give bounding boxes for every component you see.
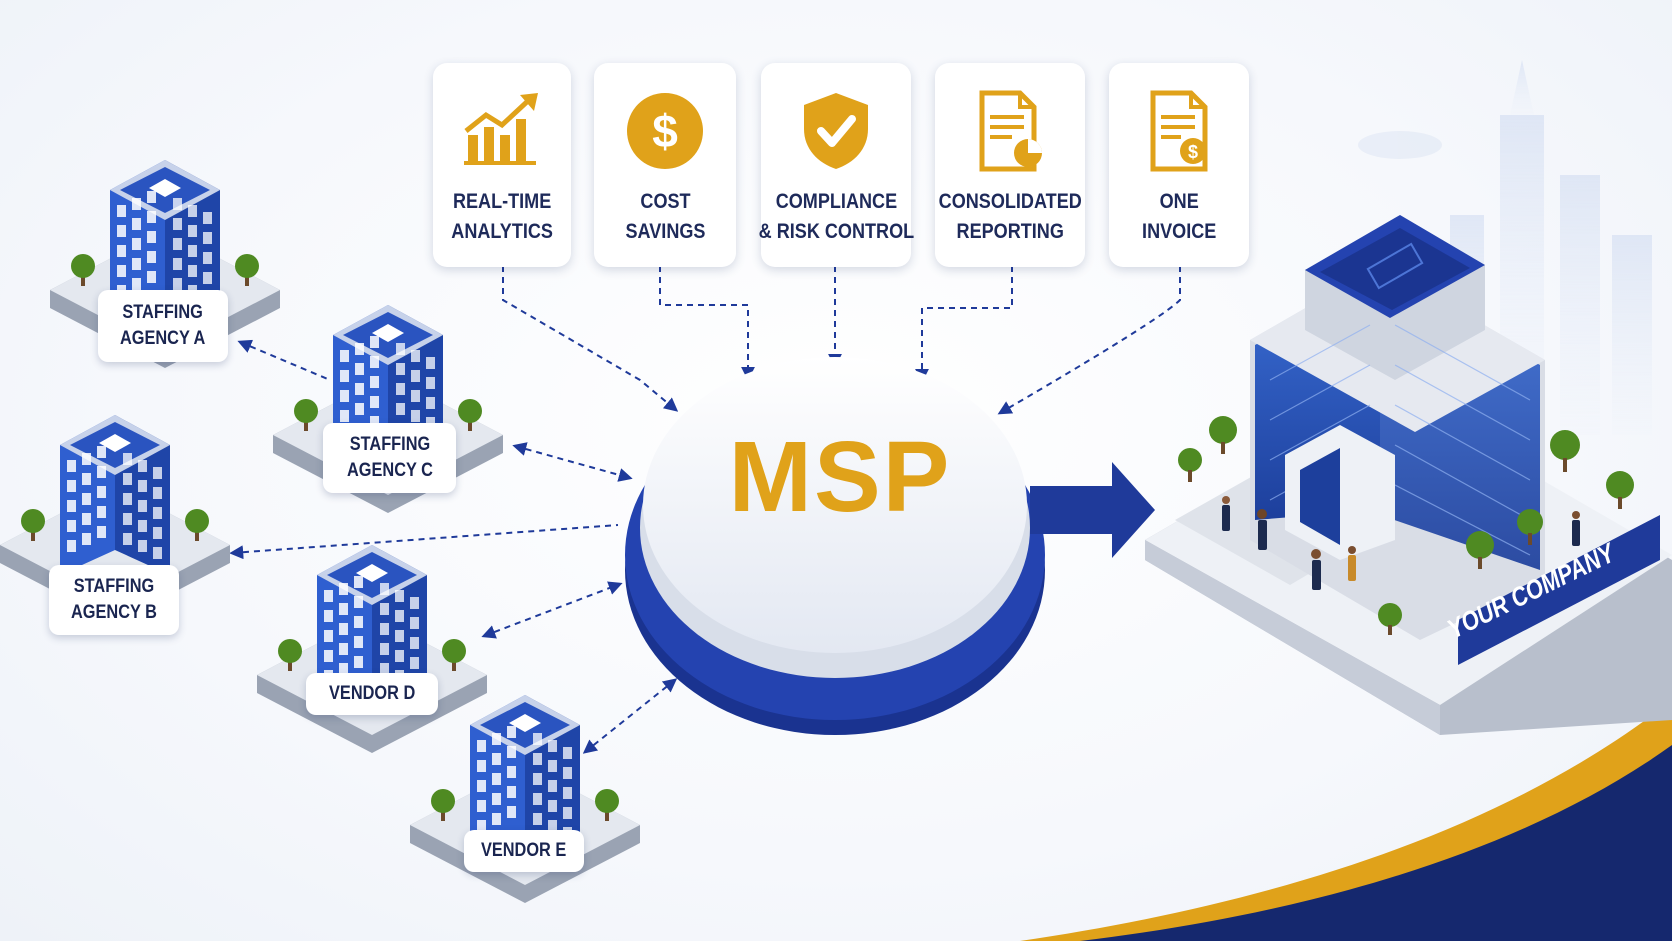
benefit-label-line2: SAVINGS	[625, 220, 705, 243]
report-document-icon	[979, 90, 1042, 172]
benefit-label-line2: REPORTING	[956, 220, 1064, 243]
benefit-label-line2: ANALYTICS	[451, 220, 553, 243]
shield-check-icon	[804, 93, 868, 169]
building-vendor-d	[257, 545, 487, 753]
corner-swoosh	[1020, 700, 1672, 941]
benefit-card-one-invoice: $ ONE INVOICE	[1109, 63, 1249, 267]
benefit-label-line1: COMPLIANCE	[775, 190, 897, 213]
benefit-card-compliance: COMPLIANCE & RISK CONTROL	[758, 63, 914, 267]
tag-line2: AGENCY C	[346, 460, 433, 481]
tag-line2: AGENCY A	[120, 328, 206, 349]
company-headquarters	[1145, 215, 1672, 735]
msp-hub	[625, 357, 1045, 735]
dollar-coin-icon: $	[627, 93, 703, 169]
supplier-tag-vendor-e: VENDOR E	[464, 830, 584, 872]
tag-line1: STAFFING	[349, 434, 430, 455]
tag-line1: STAFFING	[122, 302, 204, 323]
tag-line1: VENDOR D	[328, 683, 416, 704]
arrow-to-company	[1030, 462, 1155, 558]
benefit-label-line1: CONSOLIDATED	[938, 190, 1082, 213]
benefit-label-line2: INVOICE	[1141, 220, 1217, 243]
supplier-connectors	[229, 339, 678, 754]
tag-line2: AGENCY B	[71, 602, 157, 623]
benefit-label-line1: REAL-TIME	[452, 190, 552, 213]
benefit-connectors	[502, 266, 1181, 415]
benefit-card-real-time-analytics: REAL-TIME ANALYTICS	[433, 63, 571, 267]
benefit-label-line1: COST	[639, 190, 691, 213]
growth-chart-icon	[464, 93, 538, 165]
supplier-tag-agency-a: STAFFING AGENCY A	[98, 290, 228, 362]
svg-text:$: $	[652, 105, 678, 157]
benefit-card-consolidated-reporting: CONSOLIDATED REPORTING	[935, 63, 1085, 267]
supplier-tag-agency-b: STAFFING AGENCY B	[49, 565, 179, 635]
svg-text:$: $	[1188, 142, 1198, 162]
tag-line1: STAFFING	[73, 576, 155, 597]
benefit-label-line1: ONE	[1159, 190, 1199, 213]
tag-line1: VENDOR E	[481, 840, 567, 861]
benefit-label-line2: & RISK CONTROL	[758, 220, 914, 243]
supplier-tag-vendor-d: VENDOR D	[306, 673, 438, 715]
msp-label: MSP	[728, 421, 952, 533]
supplier-tag-agency-c: STAFFING AGENCY C	[323, 423, 456, 493]
invoice-document-icon: $	[1150, 90, 1208, 172]
benefit-card-cost-savings: $ COST SAVINGS	[594, 63, 736, 267]
